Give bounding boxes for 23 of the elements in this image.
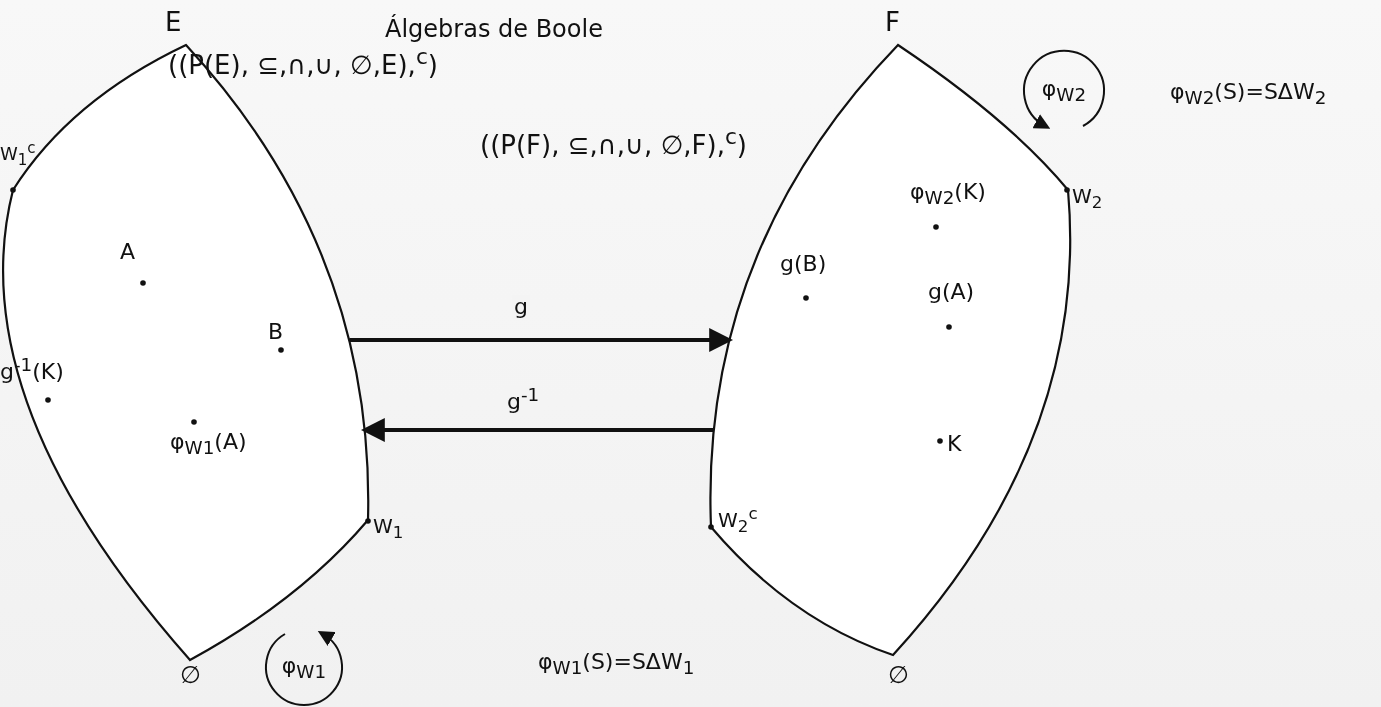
- math-label: φ$_{W2}$(S)=SΔW$_{2}$: [1170, 80, 1327, 109]
- math-label: φ$_{W1}$(S)=SΔW$_{1}$: [538, 650, 695, 679]
- set-name: F: [885, 8, 900, 37]
- math-label: ∅: [888, 662, 909, 689]
- map-loop: [1024, 51, 1104, 131]
- math-label: g(A): [928, 280, 975, 305]
- diagram-title: Álgebras de Boole: [385, 16, 603, 43]
- map-symbol: φ$_{W1}$: [280, 654, 328, 683]
- math-label: ((P(F), ⊆,∩,∪, ∅,F),$^{c}$): [480, 125, 747, 160]
- math-label: φ$_{W1}$(A): [170, 430, 247, 459]
- math-label: A: [120, 240, 136, 265]
- map-loop: [264, 628, 344, 707]
- set-name: E: [165, 8, 182, 37]
- math-label: φ$_{W2}$(K): [910, 180, 986, 209]
- math-label: ∅: [180, 662, 201, 689]
- map-symbol: φ$_{W2}$: [1040, 77, 1088, 106]
- math-label: K: [947, 432, 962, 457]
- math-label: W$_{1}$: [373, 515, 404, 543]
- arrow: [360, 418, 714, 442]
- arrow: [349, 328, 734, 352]
- math-label: g(B): [780, 252, 827, 277]
- math-label: B: [268, 320, 284, 345]
- math-label: W$_{2}$: [1072, 185, 1103, 213]
